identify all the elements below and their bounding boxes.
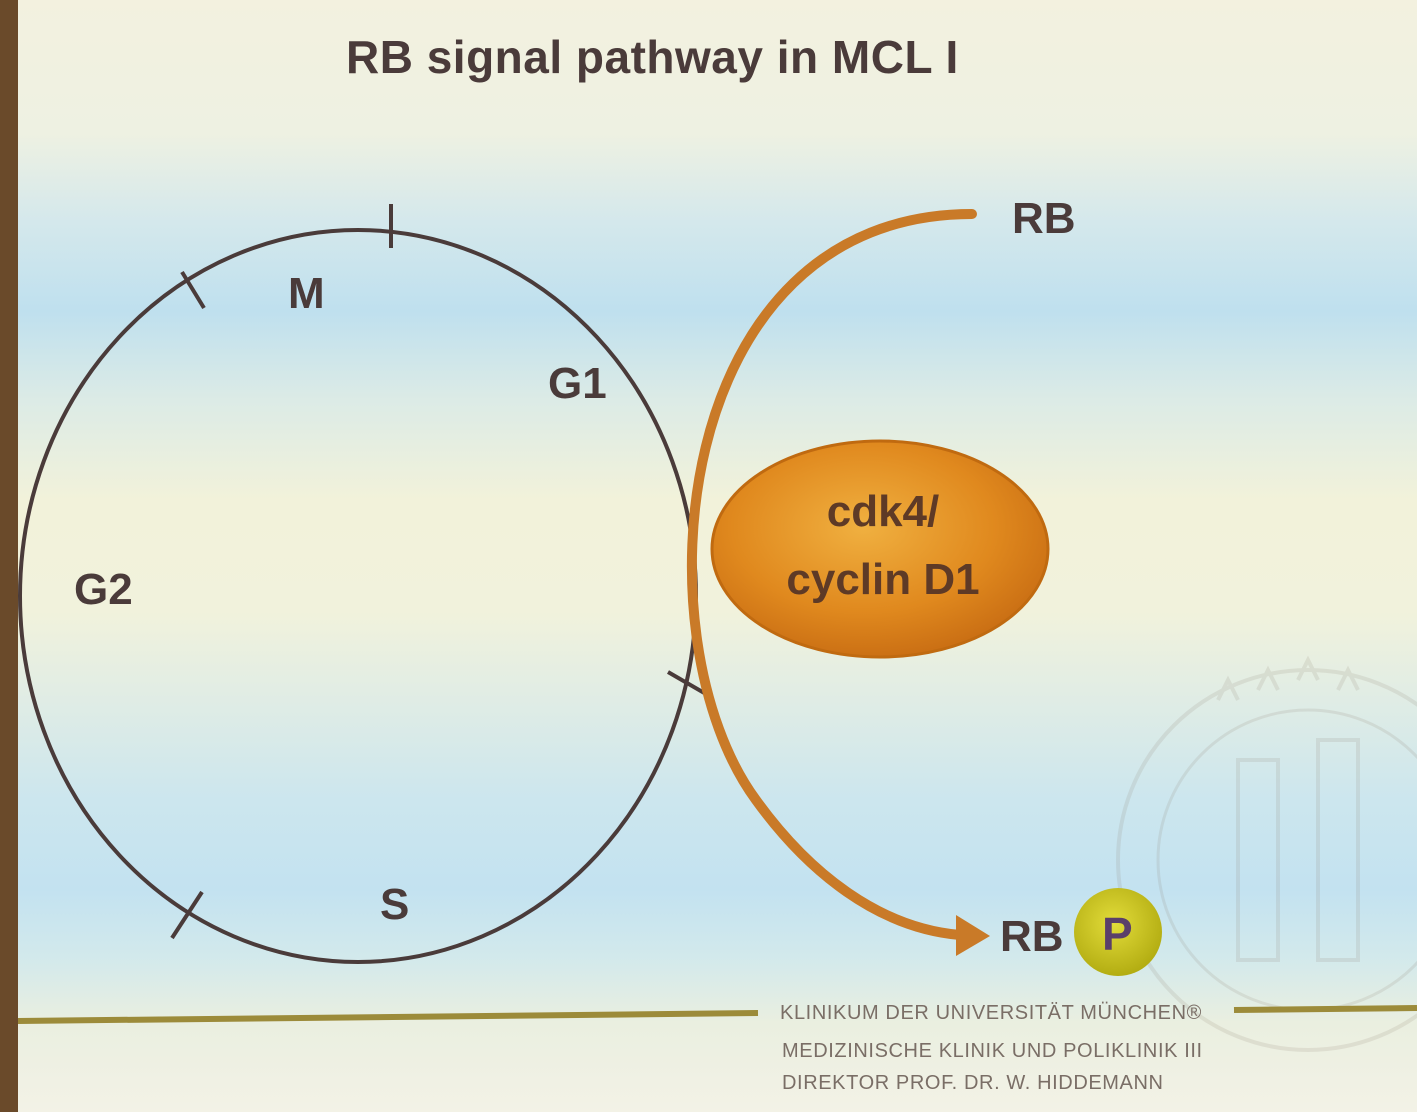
substrate-label: RB xyxy=(1012,194,1076,243)
enzyme-label: cdk4/ cyclin D1 xyxy=(718,478,1048,614)
footer-rule-right xyxy=(1233,1005,1417,1013)
phase-label-g1: G1 xyxy=(548,359,607,408)
phase-tick-upper-left xyxy=(180,270,206,310)
product-label: RB xyxy=(1000,912,1064,961)
footer-institution: KLINIKUM DER UNIVERSITÄT MÜNCHEN® xyxy=(780,1002,1202,1024)
arrow-head xyxy=(956,915,990,956)
slide-title: RB signal pathway in MCL I xyxy=(346,31,959,83)
footer-rule-left xyxy=(18,1010,759,1024)
phase-tick-right xyxy=(666,670,708,696)
phase-tick-lower-left xyxy=(170,890,204,940)
phase-label-g2: G2 xyxy=(74,565,133,614)
footer-department: MEDIZINISCHE KLINIK UND POLIKLINIK III xyxy=(782,1040,1203,1062)
footer-director: DIREKTOR PROF. DR. W. HIDDEMANN xyxy=(782,1072,1164,1094)
phospho-label: P xyxy=(1102,908,1133,960)
enzyme-ellipse xyxy=(710,439,1050,659)
enzyme-label-line2: cyclin D1 xyxy=(786,555,980,605)
phase-label-m: M xyxy=(288,269,325,318)
enzyme-label-line1: cdk4/ xyxy=(826,487,940,536)
rb-reaction-arrow xyxy=(686,209,977,940)
phase-label-s: S xyxy=(380,880,410,929)
phospho-circle xyxy=(1074,888,1162,976)
pathway-diagram xyxy=(18,204,1417,1024)
slide: RB signal pathway in MCL I M G1 G2 S RB … xyxy=(18,0,1417,1112)
